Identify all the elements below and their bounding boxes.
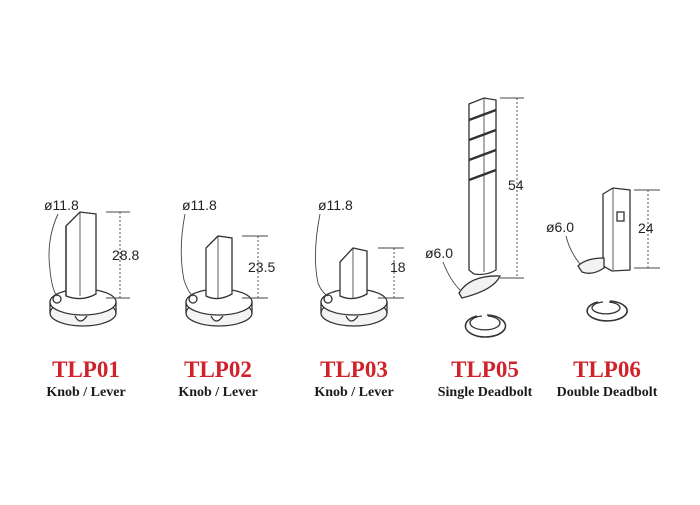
tlp02-diameter-label: ø11.8 xyxy=(182,197,217,213)
tlp01-code: TLP01 xyxy=(52,357,120,382)
tlp06-diameter-label: ø6.0 xyxy=(546,219,574,235)
tlp06-dimension-lines xyxy=(565,189,660,269)
tlp03-code: TLP03 xyxy=(320,357,388,382)
tlp05-dimension-lines xyxy=(442,97,524,291)
tlp03-length-label: 18 xyxy=(390,259,406,275)
tlp06-description: Double Deadbolt xyxy=(556,385,658,400)
tlp03-diameter-label: ø11.8 xyxy=(318,197,353,213)
tlp01-diameter-label: ø11.8 xyxy=(44,197,79,213)
tlp05-diameter-label: ø6.0 xyxy=(425,245,453,261)
tlp05-code: TLP05 xyxy=(451,357,519,382)
tlp02-description: Knob / Lever xyxy=(178,385,258,400)
tlp06-code: TLP06 xyxy=(573,357,641,382)
tlp02-dimension-lines xyxy=(180,213,268,299)
part-tlp06-drawing xyxy=(577,187,631,322)
tlp03-description: Knob / Lever xyxy=(314,385,394,400)
part-tlp02-drawing xyxy=(185,235,253,327)
tlp01-description: Knob / Lever xyxy=(46,385,126,400)
tlp05-description: Single Deadbolt xyxy=(437,385,533,400)
tlp01-length-label: 28.8 xyxy=(112,247,139,263)
tlp01-dimension-lines xyxy=(48,211,130,299)
tlp02-code: TLP02 xyxy=(184,357,252,382)
tlp02-length-label: 23.5 xyxy=(248,259,275,275)
tlp03-dimension-lines xyxy=(314,213,404,299)
part-tlp05-drawing xyxy=(458,97,507,338)
tlp05-length-label: 54 xyxy=(508,177,524,193)
part-tlp01-drawing xyxy=(49,211,117,327)
tlp06-length-label: 24 xyxy=(638,220,654,236)
part-tlp03-drawing xyxy=(320,247,388,327)
